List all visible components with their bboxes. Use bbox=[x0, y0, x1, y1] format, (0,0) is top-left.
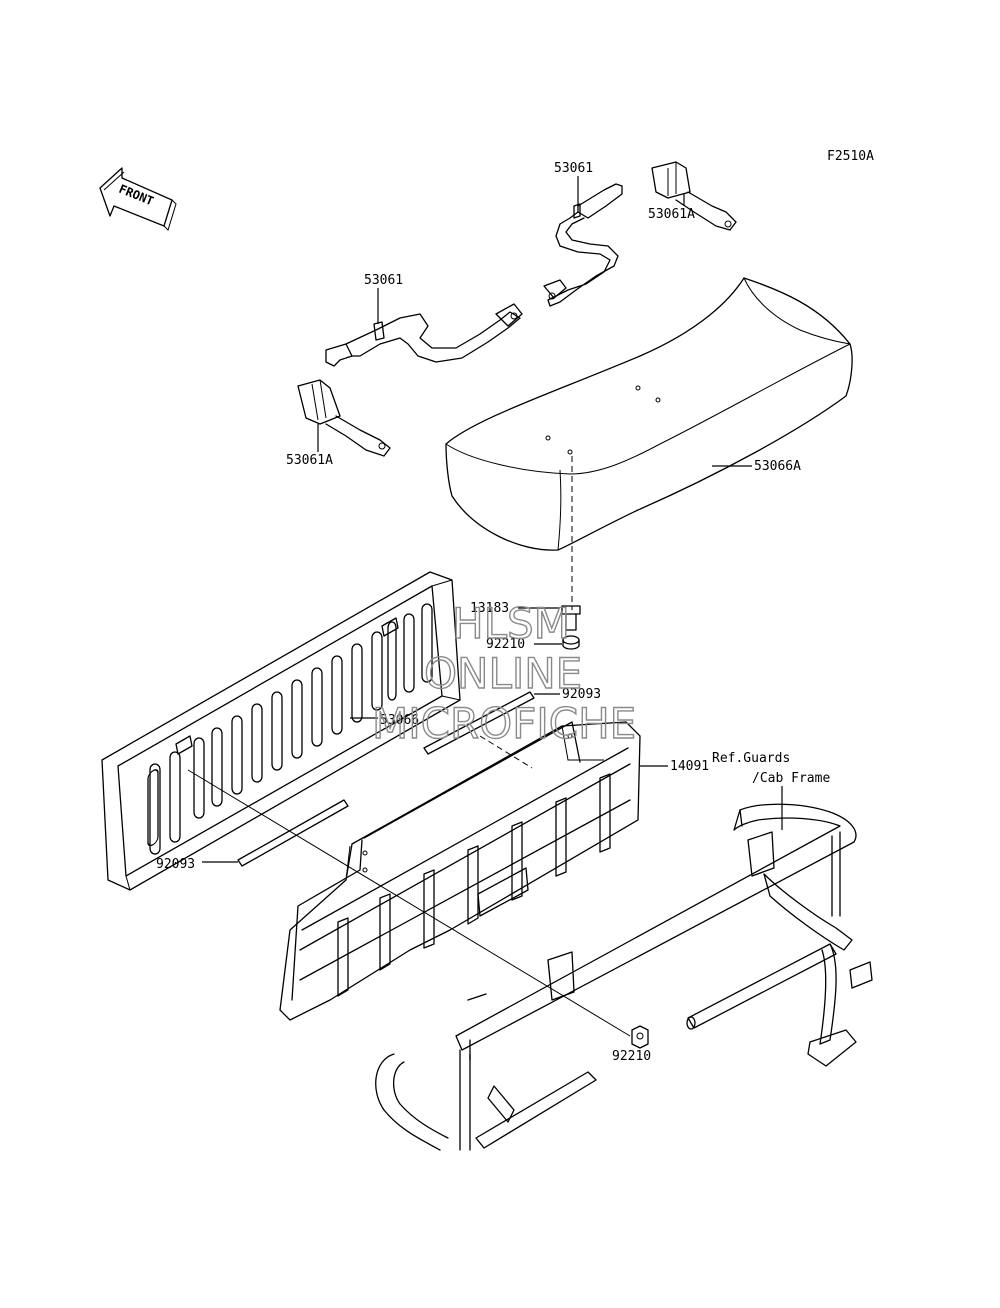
backrest bbox=[101, 571, 461, 891]
pipe-lower bbox=[237, 799, 349, 867]
panel bbox=[279, 721, 641, 1021]
bolt bbox=[561, 605, 581, 631]
label-backrest: 53066 bbox=[380, 713, 419, 728]
backrest-ribs bbox=[147, 603, 433, 855]
strap-top-center bbox=[543, 183, 623, 307]
watermark-line3: MICROFICHE bbox=[372, 699, 636, 748]
front-arrow-icon: FRONT bbox=[99, 167, 177, 231]
watermark-line1: HLSM bbox=[452, 599, 570, 648]
watermark: HLSM ONLINE MICROFICHE bbox=[371, 598, 637, 748]
label-bolt: 13183 bbox=[470, 601, 509, 616]
strap-left-lower bbox=[297, 379, 391, 457]
nut-lower bbox=[631, 1025, 649, 1049]
mount-line-right bbox=[479, 735, 533, 769]
label-strap-top-center: 53061 bbox=[554, 161, 593, 176]
label-panel: 14091 bbox=[670, 759, 709, 774]
strap-top-right bbox=[651, 161, 737, 231]
figure-code: F2510A bbox=[827, 149, 874, 164]
label-strap-left-lower: 53061A bbox=[286, 453, 333, 468]
watermark-line2: ONLINE bbox=[424, 649, 582, 698]
label-strap-top-right: 53061A bbox=[648, 207, 695, 222]
label-pipe-lower: 92093 bbox=[156, 857, 195, 872]
seat-cushion bbox=[445, 277, 853, 551]
washer-upper bbox=[562, 635, 580, 650]
label-seat-cushion: 53066A bbox=[754, 459, 801, 474]
pipe-upper bbox=[423, 691, 535, 755]
mount-line-left bbox=[187, 769, 631, 1037]
ref-note-line2: /Cab Frame bbox=[752, 771, 830, 786]
ref-note-line1: Ref.Guards bbox=[712, 751, 790, 766]
label-nut-lower: 92210 bbox=[612, 1049, 651, 1064]
cab-frame bbox=[375, 803, 873, 1151]
label-pipe-upper: 92093 bbox=[562, 687, 601, 702]
label-strap-left: 53061 bbox=[364, 273, 403, 288]
label-washer-upper: 92210 bbox=[486, 637, 525, 652]
front-label: FRONT bbox=[117, 182, 156, 209]
strap-left bbox=[325, 303, 523, 367]
